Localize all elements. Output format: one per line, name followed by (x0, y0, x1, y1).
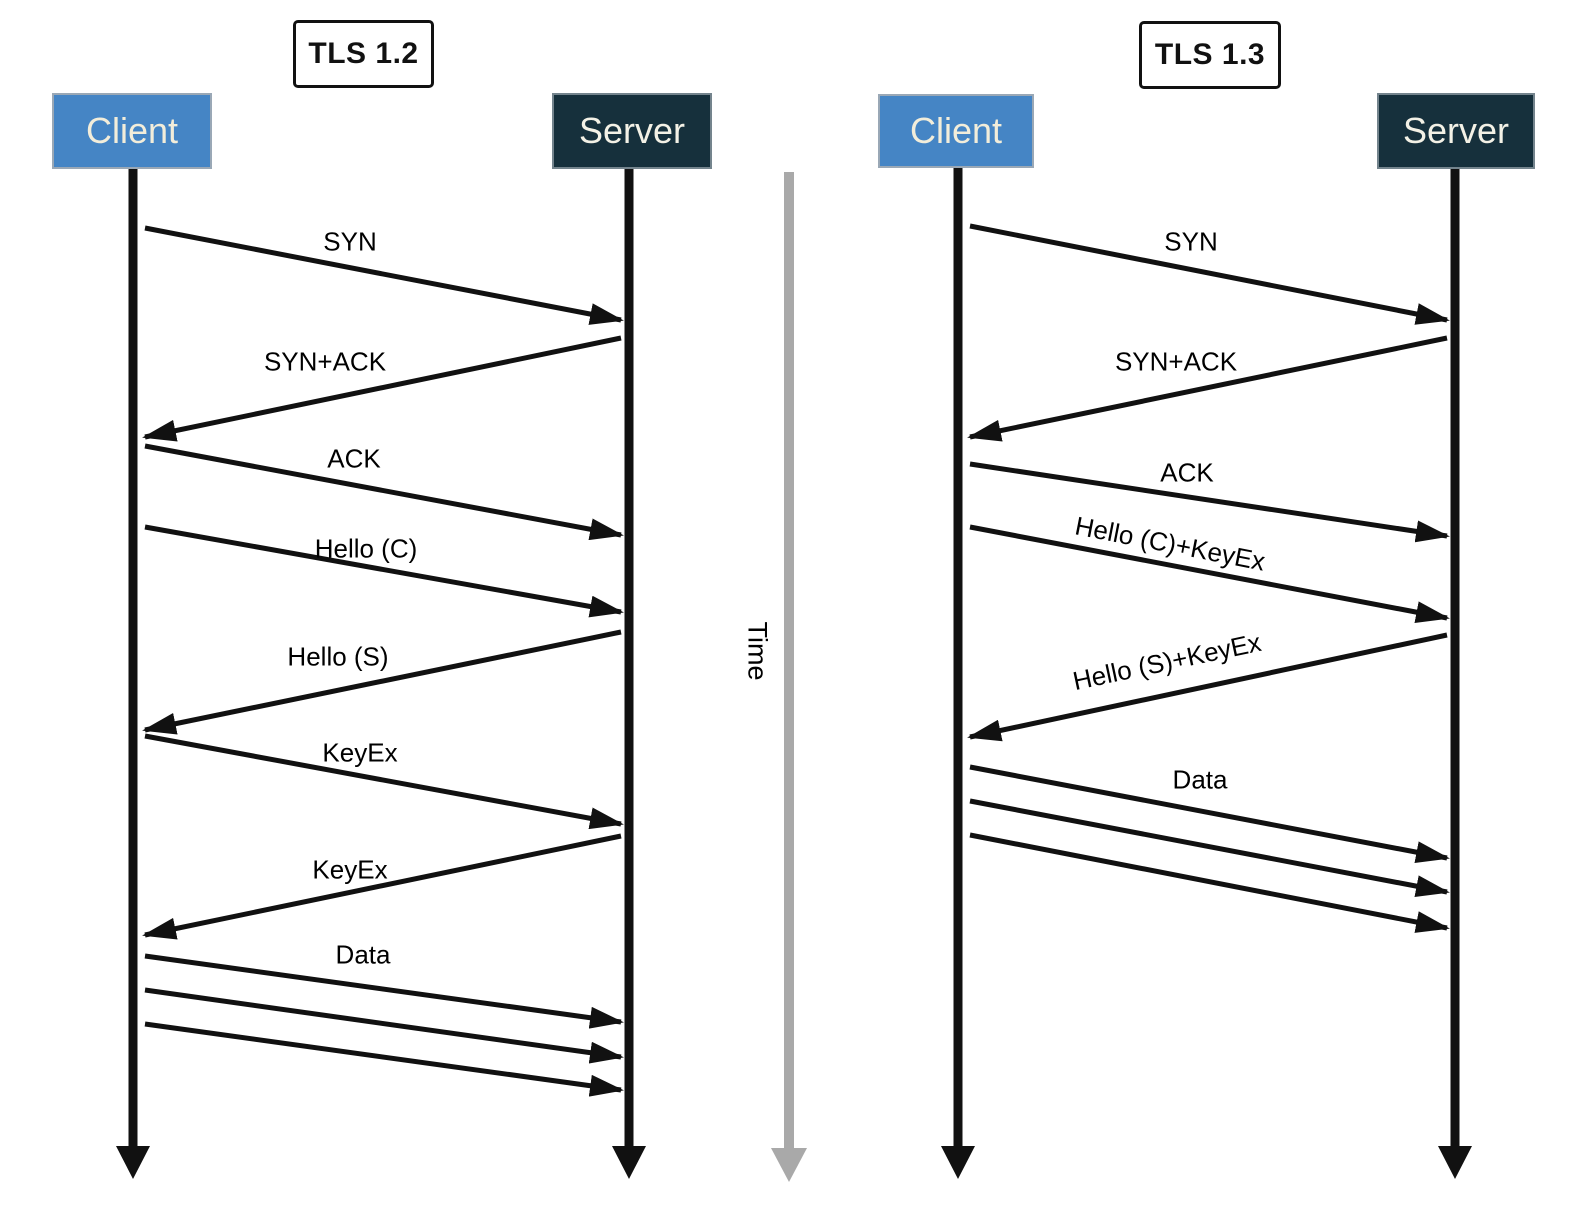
message-label: Hello (S) (287, 641, 389, 672)
tls12-server-box: Server (552, 93, 712, 169)
tls13-title: TLS 1.3 (1139, 21, 1281, 89)
message-arrow (967, 632, 1448, 742)
tls12-client-box: Client (52, 93, 212, 169)
message-label: KeyEx (322, 737, 398, 768)
tls12-title: TLS 1.2 (293, 20, 434, 88)
message-arrow (144, 733, 624, 830)
message-arrow (144, 443, 624, 541)
lifeline (128, 168, 138, 1146)
message-arrow (144, 953, 624, 1029)
message-arrow (144, 987, 624, 1064)
message-arrow (969, 832, 1450, 933)
lifeline (624, 168, 634, 1146)
message-arrow (969, 764, 1450, 863)
tls13-client-box: Client (878, 94, 1034, 168)
lifeline-arrowhead (1438, 1146, 1472, 1179)
message-label: ACK (1160, 457, 1214, 488)
message-arrow (142, 833, 622, 940)
message-label: SYN+ACK (1114, 346, 1238, 377)
message-arrow (144, 225, 624, 325)
message-arrow (144, 524, 624, 618)
time-axis-arrowhead (771, 1148, 807, 1182)
message-label: ACK (327, 443, 381, 474)
lifeline-arrowhead (612, 1146, 646, 1179)
message-label: SYN (323, 226, 377, 257)
message-label: SYN+ACK (263, 346, 387, 377)
message-arrow (142, 629, 622, 735)
lifeline-arrowhead (116, 1146, 150, 1179)
message-arrow (969, 461, 1450, 543)
time-axis-line (784, 172, 794, 1150)
message-arrow (144, 1021, 624, 1097)
lifeline (1450, 168, 1460, 1146)
time-axis-label: Time (742, 621, 773, 681)
message-label: Data (1172, 764, 1228, 795)
message-label: Hello (C) (314, 533, 418, 564)
message-arrow (969, 524, 1450, 623)
message-label: Data (335, 939, 391, 970)
message-arrow (969, 223, 1450, 325)
message-label: KeyEx (312, 854, 388, 885)
message-arrow (142, 335, 622, 442)
message-arrow (969, 798, 1450, 897)
lifeline-arrowhead (941, 1146, 975, 1179)
message-arrow (967, 335, 1448, 442)
message-label: SYN (1164, 226, 1218, 257)
tls13-server-box: Server (1377, 93, 1535, 169)
lifeline (953, 168, 963, 1146)
